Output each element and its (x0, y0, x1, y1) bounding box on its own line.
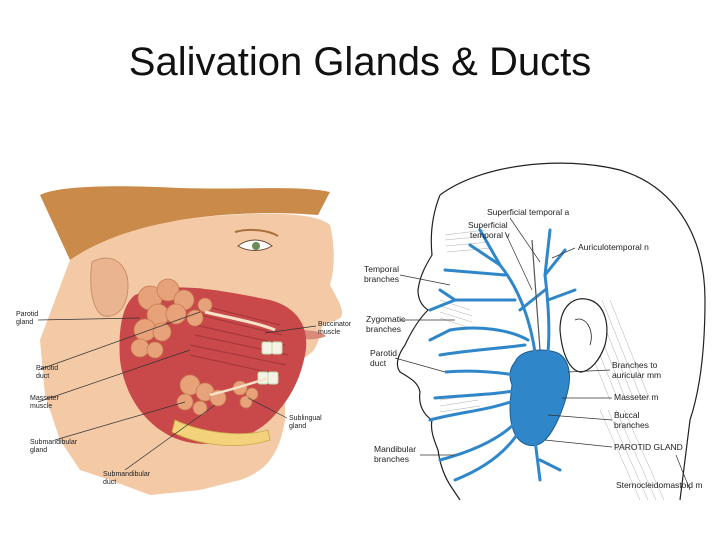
slide-title: Salivation Glands & Ducts (128, 40, 592, 84)
svg-text:duct: duct (103, 479, 116, 486)
label-parotid-gland-right: PAROTID GLAND (614, 442, 683, 452)
label-masseter-muscle: Masseter (30, 395, 59, 402)
hair (40, 186, 330, 260)
parotid-gland-left (130, 278, 213, 359)
svg-text:branches: branches (364, 274, 399, 284)
label-temporal-branches: Temporal (364, 264, 399, 274)
label-sternocleidomastoid-m: Sternocleidomastoid m (616, 480, 702, 490)
svg-text:gland: gland (289, 423, 306, 430)
svg-text:gland: gland (30, 447, 47, 454)
left-leader-lines (37, 311, 317, 471)
svg-text:temporal v: temporal v (470, 230, 510, 240)
label-parotid-duct-right: Parotid (370, 348, 397, 358)
facial-nerve-branches (428, 228, 577, 482)
mandible (171, 419, 271, 446)
face-profile (396, 194, 461, 501)
label-superficial-temporal-a: Superficial temporal a (487, 207, 569, 217)
right-anatomy-illustration (396, 162, 706, 501)
svg-text:branches: branches (366, 324, 401, 334)
head-outline (439, 162, 706, 501)
label-buccinator-muscle: Buccinator (318, 321, 352, 328)
ear (90, 257, 129, 317)
label-parotid-gland: Parotid (16, 311, 38, 318)
label-sublingual-gland: Sublingual (289, 415, 322, 422)
svg-text:duct: duct (370, 358, 387, 368)
label-zygomatic-branches: Zygomatic (366, 314, 406, 324)
parotid-duct-left (204, 310, 276, 332)
svg-text:muscle: muscle (30, 403, 52, 410)
superficial-temporal-vessel (531, 239, 541, 351)
left-labels: Parotid gland Buccinator muscle Parotid … (16, 311, 352, 486)
label-mandibular-branches: Mandibular (374, 444, 416, 454)
label-masseter-m: Masseter m (614, 392, 658, 402)
right-labels: Superficial temporal a Superficial tempo… (364, 207, 702, 490)
label-superficial-temporal-v: Superficial (468, 220, 508, 230)
svg-text:gland: gland (16, 319, 33, 326)
svg-text:branches: branches (374, 454, 409, 464)
svg-text:auricular mm: auricular mm (612, 370, 661, 380)
svg-text:branches: branches (614, 420, 649, 430)
submandibular-duct-left (209, 376, 269, 397)
label-branches-to-auricular: Branches to (612, 360, 658, 370)
label-submandibular-gland: Submandibular (30, 439, 78, 446)
svg-text:muscle: muscle (318, 329, 340, 336)
label-submandibular-duct: Submandibular (103, 471, 151, 478)
right-leader-lines (394, 217, 691, 491)
label-buccal-branches: Buccal (614, 410, 640, 420)
parotid-duct-right (444, 369, 516, 377)
label-auriculotemporal-n: Auriculotemporal n (578, 242, 649, 252)
label-parotid-duct: Parotid (36, 365, 58, 372)
ear (559, 298, 608, 373)
left-anatomy-illustration (40, 186, 343, 495)
svg-text:duct: duct (36, 373, 49, 380)
